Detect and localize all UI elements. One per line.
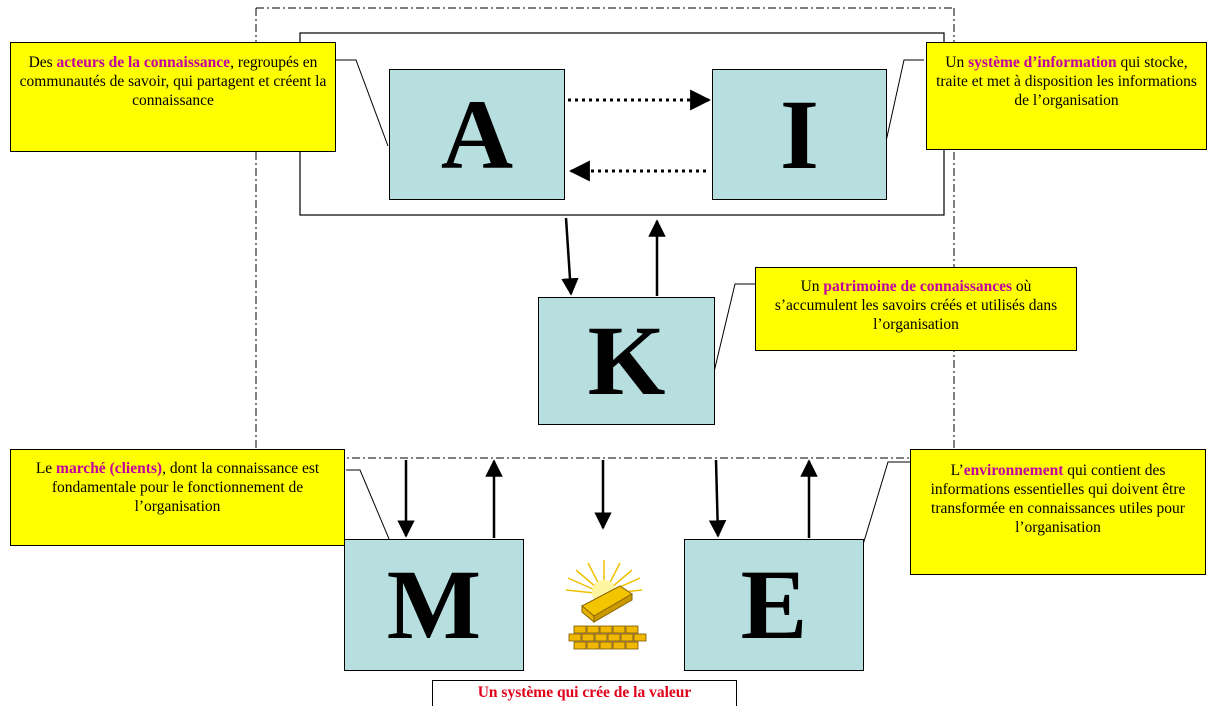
box-k-connaissances: K: [538, 297, 715, 425]
callout-environnement-highlight: environnement: [963, 462, 1064, 479]
callout-environnement: L’environnement qui contient des informa…: [910, 449, 1206, 575]
leader-environnement: [861, 461, 910, 549]
callout-marche-highlight: marché (clients): [56, 460, 163, 477]
callout-acteurs-post: , regroupés en communautés de savoir, qu…: [19, 54, 327, 109]
callout-systeme-pre: Un: [945, 54, 969, 71]
leader-marche: [346, 469, 393, 547]
callout-acteurs-highlight: acteurs de la connaissance: [56, 54, 231, 71]
leader-patrimoine: [713, 283, 755, 373]
box-a-acteurs: A: [389, 69, 565, 200]
arrow-frame-to-k: [561, 217, 579, 296]
box-m-letter: M: [386, 549, 482, 660]
leader-systeme: [884, 59, 924, 147]
box-i-letter: I: [780, 78, 819, 190]
leader-acteurs: [336, 59, 389, 147]
value-caption: Un système qui crée de la valeur: [432, 680, 737, 706]
box-a-letter: A: [440, 78, 514, 190]
callout-marche: Le marché (clients), dont la connaissanc…: [10, 449, 345, 546]
callout-patrimoine-post: où s’accumulent les savoirs créés et uti…: [774, 278, 1058, 333]
box-k-letter: K: [587, 305, 666, 416]
callout-marche-post: , dont la connaissance est fondamentale …: [51, 460, 320, 515]
callout-patrimoine-pre: Un: [800, 278, 824, 295]
callout-systeme-information: Un système d’information qui stocke, tra…: [926, 42, 1207, 150]
callout-systeme-post: qui stocke, traite et met à disposition …: [936, 54, 1197, 109]
callout-acteurs-pre: Des: [28, 54, 57, 71]
callout-patrimoine-highlight: patrimoine de connaissances: [823, 278, 1013, 295]
box-e-environnement: E: [684, 539, 864, 671]
callout-marche-pre: Le: [35, 460, 57, 477]
callout-systeme-highlight: système d’information: [968, 54, 1117, 71]
callout-acteurs: Des acteurs de la connaissance, regroupé…: [10, 42, 336, 152]
arrow-boundary-to-e: [708, 459, 727, 538]
gold-bars-icon: [565, 560, 647, 650]
box-i-information: I: [712, 69, 887, 200]
callout-environnement-post: qui contient des informations essentiell…: [930, 462, 1186, 536]
box-e-letter: E: [740, 549, 808, 660]
callout-patrimoine: Un patrimoine de connaissances où s’accu…: [755, 267, 1077, 351]
callout-environnement-pre: L’: [950, 462, 964, 479]
box-m-marche: M: [344, 539, 524, 671]
